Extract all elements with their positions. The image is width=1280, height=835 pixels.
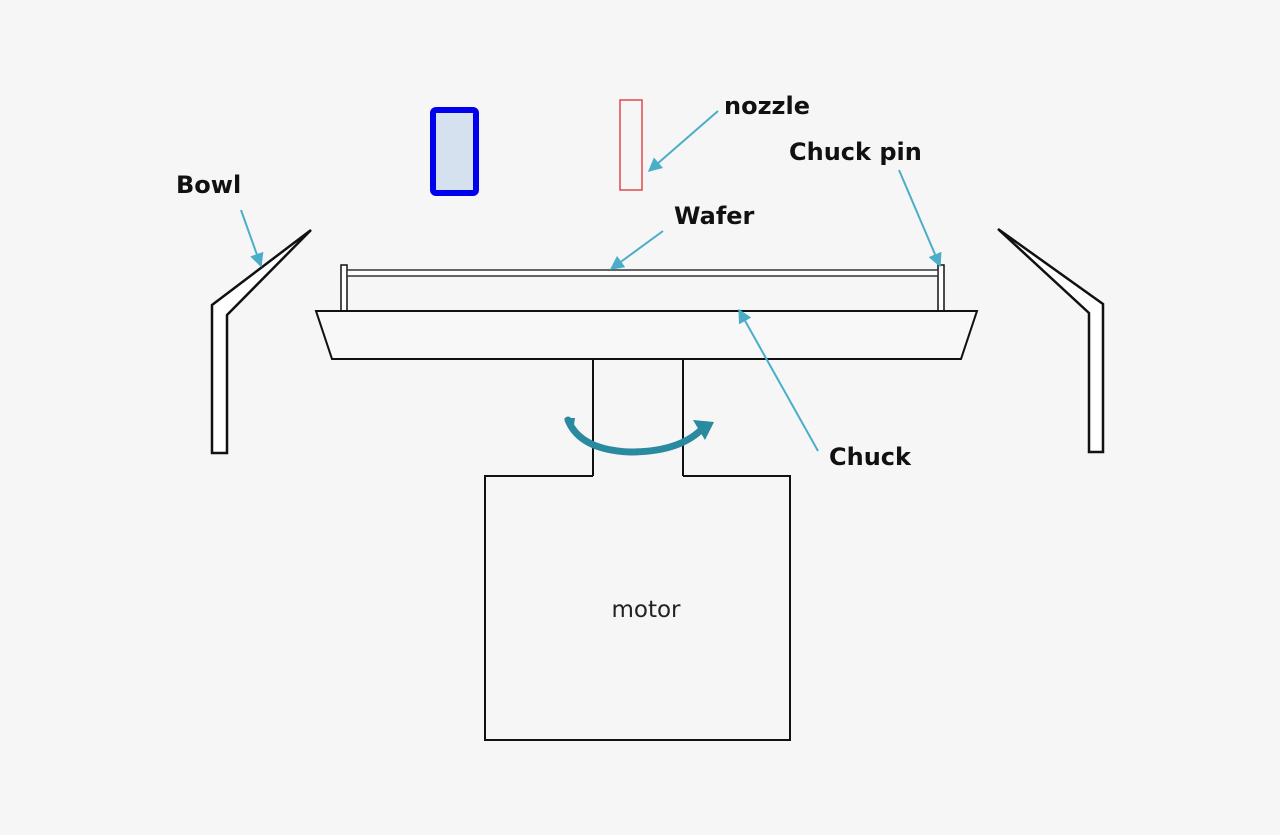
label-bowl: Bowl [176, 171, 241, 199]
bowl-leader [240, 209, 264, 268]
label-nozzle: nozzle [724, 92, 810, 120]
bowl-left [210, 229, 312, 455]
motor [484, 475, 791, 741]
chuck [314, 310, 979, 360]
wafer-leader [609, 230, 664, 270]
chuck-pin-right [937, 264, 945, 313]
bowl-right [997, 227, 1105, 454]
wafer [346, 269, 939, 277]
rotation-arrow-icon [564, 416, 714, 456]
nozzle [619, 99, 643, 191]
chuck-pin-left [340, 264, 348, 313]
nozzle-leader [647, 110, 719, 172]
chuck-leader [738, 308, 819, 452]
chuck-pin-leader [898, 169, 942, 268]
blue-dispenser [430, 107, 479, 196]
label-chuck: Chuck [829, 443, 912, 471]
shaft [592, 359, 684, 476]
label-chuck-pin: Chuck pin [789, 138, 922, 166]
label-wafer: Wafer [674, 202, 755, 230]
label-motor: motor [611, 597, 681, 623]
